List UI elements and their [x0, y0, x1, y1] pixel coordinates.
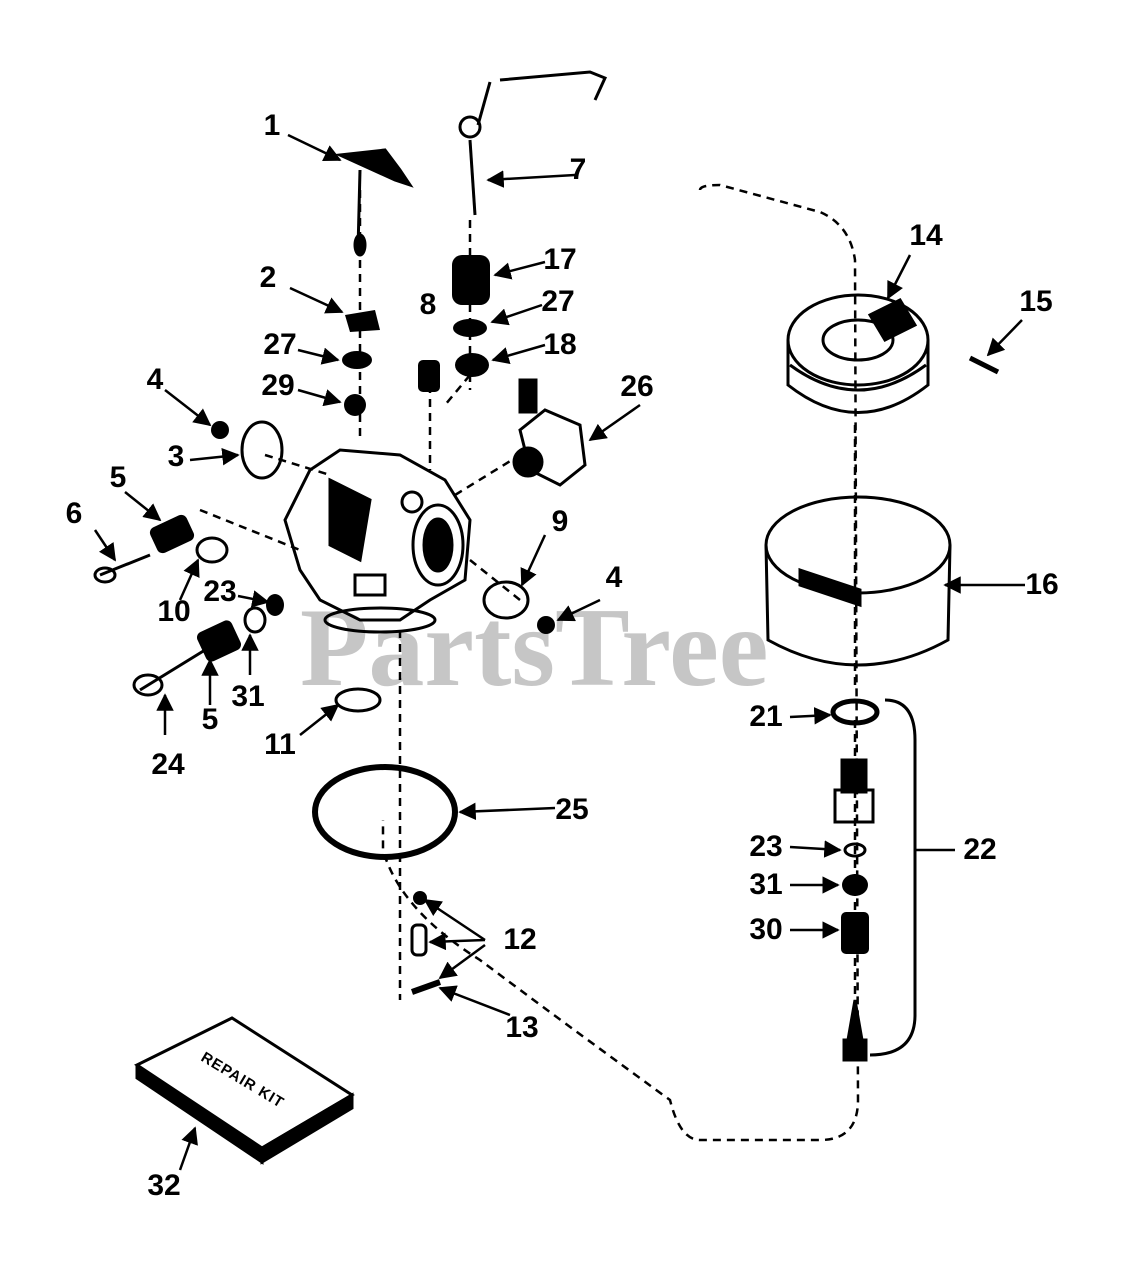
callout-23-right: 23 — [749, 830, 783, 863]
callout-24: 24 — [151, 748, 185, 781]
callout-27-top: 27 — [541, 285, 575, 318]
callout-3: 3 — [167, 440, 185, 473]
callout-6: 6 — [65, 497, 83, 530]
centerline-18 — [444, 374, 471, 406]
part-washer-31-left — [243, 606, 267, 634]
callout-23-left: 23 — [203, 575, 237, 608]
part-fuel-fitting — [512, 378, 587, 487]
part-washer-21 — [830, 698, 880, 726]
part-washer-27-top — [453, 319, 487, 337]
part-oring-11 — [334, 687, 382, 713]
callout-7: 7 — [569, 153, 587, 186]
part-pin-13 — [410, 979, 442, 995]
callout-31-left: 31 — [231, 680, 265, 713]
part-screw-4-right — [537, 616, 555, 634]
callout-5-bottom: 5 — [201, 703, 219, 736]
part-carburetor-body — [283, 448, 472, 634]
part-throttle-plate — [345, 310, 380, 332]
part-needle-24 — [132, 648, 206, 697]
callout-27-left: 27 — [263, 328, 297, 361]
callout-22: 22 — [963, 833, 997, 866]
part-bowl-gasket-25 — [312, 764, 458, 860]
part-choke-shaft — [458, 70, 608, 216]
callout-9: 9 — [551, 505, 569, 538]
leader-arrows — [93, 133, 1025, 1171]
callout-4-right: 4 — [605, 561, 623, 594]
part-washer-31-right — [842, 874, 868, 896]
centerline-3 — [264, 453, 331, 477]
centerline-26 — [454, 453, 521, 497]
part-washer-27-left — [342, 351, 372, 369]
part-spring-17 — [452, 255, 490, 305]
callout-32: 32 — [147, 1169, 181, 1202]
part-needle-12-body — [410, 923, 428, 957]
float-bowl-outline-line — [381, 183, 860, 1142]
callout-26: 26 — [620, 370, 654, 403]
part-needle-12-top — [413, 891, 427, 905]
part-bowl-nut — [833, 758, 875, 824]
part-spring-5-bottom — [196, 620, 242, 662]
part-choke-plate-3 — [240, 420, 284, 480]
callout-14: 14 — [909, 219, 943, 252]
part-pin-15 — [968, 355, 1000, 375]
callout-21: 21 — [749, 700, 783, 733]
part-spring-8 — [418, 360, 440, 392]
callout-10: 10 — [157, 595, 191, 628]
assembly-lines — [199, 183, 860, 1142]
callout-4-top: 4 — [146, 363, 164, 396]
part-throttle-shaft — [334, 148, 414, 257]
callout-25: 25 — [555, 793, 589, 826]
part-seal-18 — [455, 353, 489, 377]
part-screw-4-top — [211, 421, 229, 439]
callout-12: 12 — [503, 923, 537, 956]
part-spring-5-top — [149, 514, 195, 554]
part-washer-23-right — [843, 842, 867, 858]
centerline-5 — [199, 508, 301, 552]
part-adjust-needle — [842, 999, 868, 1062]
callout-11: 11 — [264, 728, 296, 761]
part-oring-10 — [195, 536, 229, 564]
callout-18: 18 — [543, 328, 577, 361]
watermark: PartsTree — [300, 586, 769, 710]
callout-5-top: 5 — [109, 461, 127, 494]
callout-8: 8 — [419, 288, 437, 321]
bracket-22 — [869, 698, 917, 1057]
part-spring-30 — [841, 912, 869, 954]
callout-13: 13 — [505, 1011, 539, 1044]
callout-29: 29 — [261, 369, 295, 402]
callout-15: 15 — [1019, 285, 1053, 318]
callout-31-right: 31 — [749, 868, 783, 901]
part-idle-screw-6 — [93, 553, 151, 584]
callout-2: 2 — [259, 261, 277, 294]
part-repair-kit: REPAIR KIT — [134, 1016, 355, 1165]
callout-17: 17 — [543, 243, 577, 276]
callout-1: 1 — [263, 109, 281, 142]
part-seal-29 — [344, 394, 366, 416]
centerline-9 — [469, 559, 521, 601]
part-washer-23-left — [266, 594, 284, 616]
part-float-bowl-16 — [764, 495, 952, 667]
callout-30: 30 — [749, 913, 783, 946]
part-float-14 — [786, 293, 930, 414]
part-gasket-9 — [482, 580, 530, 620]
callout-16: 16 — [1025, 568, 1059, 601]
